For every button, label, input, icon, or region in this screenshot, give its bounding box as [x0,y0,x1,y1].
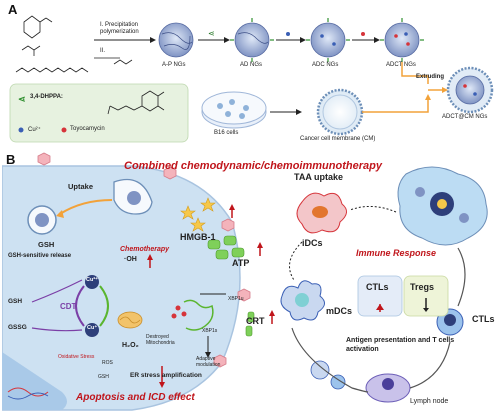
ctls-box-label: CTLs [366,282,389,292]
monomer-structures [15,15,89,73]
atp-label: ATP [232,258,250,268]
atp-molecules [207,235,245,260]
gsh-release-label: GSH-sensitive release [8,253,72,259]
h2o2-label: H₂O₂ [122,342,139,349]
lymph-node [365,373,411,403]
ctls-label: CTLs [472,314,495,324]
ctls-box [357,275,403,317]
taa-uptake-label: TAA uptake [294,172,344,182]
toyocamycin-legend-label: Toyocamycin [70,126,105,132]
apoptosis-label: Apoptosis and ICD effect [76,392,195,403]
idc-cell [296,192,347,234]
er-stress-label: ER stress amplification [130,372,202,379]
panel-a-label: A [8,2,18,17]
xbp1s-label: XBP1s [202,328,218,334]
nanogel-label-adct: ADCT NGs [386,62,416,68]
panel-b-title: Combined chemodynamic/chemoimmunotherapy [124,160,382,172]
antigen-cells [310,360,346,390]
tregs-box [403,275,449,317]
extruding-label: Extruding [416,74,444,80]
gsh-small-label: GSH [98,374,109,380]
nanogel-label-adc: ADC NGs [312,62,339,68]
panel-b-diagram [1,152,498,412]
hmgb1-label: HMGB-1 [180,232,216,242]
antigen-label: Antigen presentation and T cells activat… [346,337,455,353]
cancer-cell-membrane [316,88,364,136]
entering-nanogel [113,178,153,215]
nucleus [2,352,67,410]
cdt-label: CDT [60,302,77,311]
ox-stress-label: Oxidative Stress [58,354,95,360]
panel-a-diagram: ⋖ [2,2,498,152]
panel-b: B Combined chemodynamic/chemoimmunothera… [1,152,498,412]
nanogel-label-ap: A-P NGs [162,62,186,68]
dhppa-structure [107,90,165,115]
cu2-label: Cu²⁺ [86,277,99,283]
chemotherapy-label: Chemotherapy [120,246,170,253]
b16-dish [201,91,267,129]
mdc-cell [280,280,325,321]
tregs-box-label: Tregs [410,282,435,292]
cu1-ion [85,323,99,337]
cu2-ion [85,275,99,289]
dhppa-legend-label: 3,4-DHPPA: [30,94,63,100]
destroyed-mito-label: Destroyed Mitochondria [146,334,175,346]
panel-a: ⋖ [2,2,498,152]
crt-label: CRT [246,316,265,326]
nanogel-label-ad: AD NGs [240,62,263,68]
nanogel-label-adct-cm: ADCT@CM NGs [442,114,488,120]
gssg-label: GSSG [8,324,27,331]
tumor-cluster [397,166,488,246]
panel-b-label: B [6,152,16,167]
membrane-markers [37,152,251,368]
svg-text:⋖: ⋖ [18,94,26,104]
lymph-node-label: Lymph node [410,398,449,405]
hmgb1-stars [180,197,216,232]
svg-text:⋖: ⋖ [208,29,215,38]
immune-response-label: Immune Response [356,248,437,258]
nanogel-ap [158,22,194,58]
cu1-label: Cu⁺ [87,325,98,331]
oh-label: ·OH [124,256,137,263]
crt-markers [245,311,255,337]
membrane-label: Cancer cell membrane (CM) [300,136,376,142]
adaptive-label: Adaptive modulation [196,356,221,368]
step-2-label: II. [100,48,106,54]
gsh-left-label: GSH [8,298,23,305]
b16-label: B16 cells [214,130,239,136]
mdcs-label: mDCs [326,306,353,316]
nanogel-ad [230,18,274,62]
ros-label: ROS [102,360,113,366]
nanogel-adc [306,18,350,62]
cu-legend-label: Cu²⁺ [28,127,41,133]
nanogel-adct [380,18,424,62]
uptake-label: Uptake [68,182,94,191]
legend-box [9,83,189,143]
uptake-endosome [27,205,57,235]
idcs-label: iDCs [302,238,323,248]
xbp1u-label: XBP1u [228,296,244,302]
nanogel-adct-cm [446,66,494,114]
gsh-label: GSH [38,240,55,249]
step-1-label: I. Precipitation polymerization [100,22,139,35]
endoplasmic-reticulum [183,299,214,331]
